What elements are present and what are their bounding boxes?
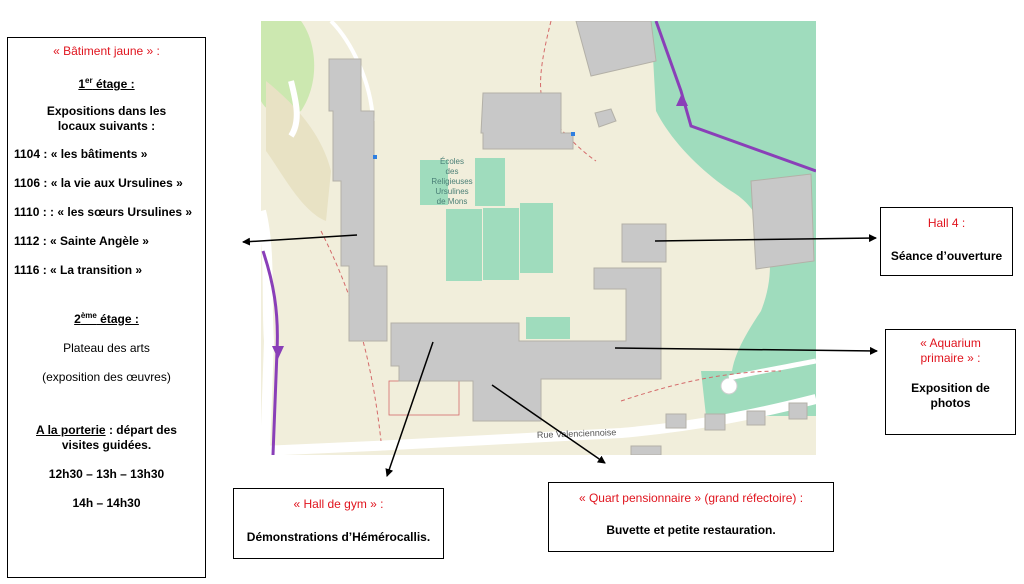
hall-4-box: Hall 4 : Séance d’ouverture	[880, 207, 1013, 276]
exposition-oeuvres: (exposition des œuvres)	[42, 370, 171, 384]
building-northeast	[575, 21, 657, 77]
map-marker	[373, 155, 377, 159]
field	[446, 209, 482, 281]
school-label-line: Ursulines	[435, 187, 468, 196]
hall-de-gym-box: « Hall de gym » : Démonstrations d’Hémér…	[233, 488, 444, 559]
room-1106: 1106 : « la vie aux Ursulines »	[14, 176, 183, 190]
room-1112: 1112 : « Sainte Angèle »	[14, 234, 149, 248]
field	[483, 208, 519, 280]
route-arrow-icon	[676, 93, 688, 106]
field	[475, 158, 505, 206]
batiment-jaune-box: « Bâtiment jaune » : 1er étage : Exposit…	[7, 37, 206, 578]
porterie-text: A la porterie : départ des visites guidé…	[36, 423, 177, 452]
quart-pensionnaire-box: « Quart pensionnaire » (grand réfectoire…	[548, 482, 834, 552]
room-1104: 1104 : « les bâtiments »	[14, 147, 148, 161]
field	[420, 160, 448, 205]
quart-pensionnaire-title: « Quart pensionnaire » (grand réfectoire…	[578, 491, 804, 505]
field	[526, 317, 570, 339]
hall-de-gym-text: Démonstrations d’Hémérocallis.	[246, 530, 431, 544]
aquarium-title-1: « Aquarium	[920, 336, 981, 350]
aquarium-text-1: Exposition de	[911, 381, 990, 395]
batiment-jaune-title: « Bâtiment jaune » :	[53, 44, 160, 58]
floor-1-heading: 1er étage :	[78, 76, 135, 91]
hall-4-building	[621, 223, 667, 263]
times-line-1: 12h30 – 13h – 13h30	[48, 467, 165, 481]
hall-de-gym-title: « Hall de gym » :	[293, 497, 384, 511]
field	[520, 203, 553, 273]
path-route-east	[654, 21, 816, 173]
map-marker	[571, 132, 575, 136]
plateau-des-arts: Plateau des arts	[63, 341, 150, 355]
aquarium-title-2: primaire » :	[920, 351, 981, 365]
school-label-line: Écoles	[440, 157, 464, 166]
room-1116: 1116 : « La transition »	[14, 263, 143, 277]
floor-2-heading: 2ème étage :	[74, 311, 139, 326]
campus-map: Rue Valenciennoise Écoles des Religieuse…	[261, 21, 816, 455]
route-arrow-icon	[272, 346, 284, 359]
house	[704, 413, 726, 431]
park-area-east	[651, 21, 816, 383]
road-northwest	[288, 80, 300, 138]
small-building	[594, 108, 617, 128]
hall-4-title: Hall 4 :	[927, 216, 966, 230]
boundary-line	[620, 370, 782, 402]
roundabout	[720, 377, 738, 395]
house	[788, 402, 808, 420]
road-east	[728, 358, 816, 381]
aquarium-text-2: photos	[930, 396, 971, 410]
room-1110: 1110 : : « les sœurs Ursulines »	[14, 205, 193, 219]
building-east	[750, 173, 815, 270]
house	[665, 413, 687, 429]
building-north	[480, 92, 574, 150]
batiment-jaune	[328, 58, 388, 342]
school-label-line: des	[446, 167, 459, 176]
expo-intro: Expositions dans les locaux suivants :	[46, 104, 167, 133]
school-label-line: de Mons	[437, 197, 468, 206]
house	[630, 445, 662, 455]
hall-4-text: Séance d’ouverture	[890, 249, 1003, 263]
aquarium-box: « Aquarium primaire » : Exposition de ph…	[885, 329, 1016, 435]
times-line-2: 14h – 14h30	[72, 496, 141, 510]
road-west	[261, 209, 275, 455]
scrub-area	[266, 81, 331, 221]
quart-pensionnaire-text: Buvette et petite restauration.	[606, 523, 776, 537]
house	[746, 410, 766, 426]
school-label-line: Religieuses	[431, 177, 472, 186]
